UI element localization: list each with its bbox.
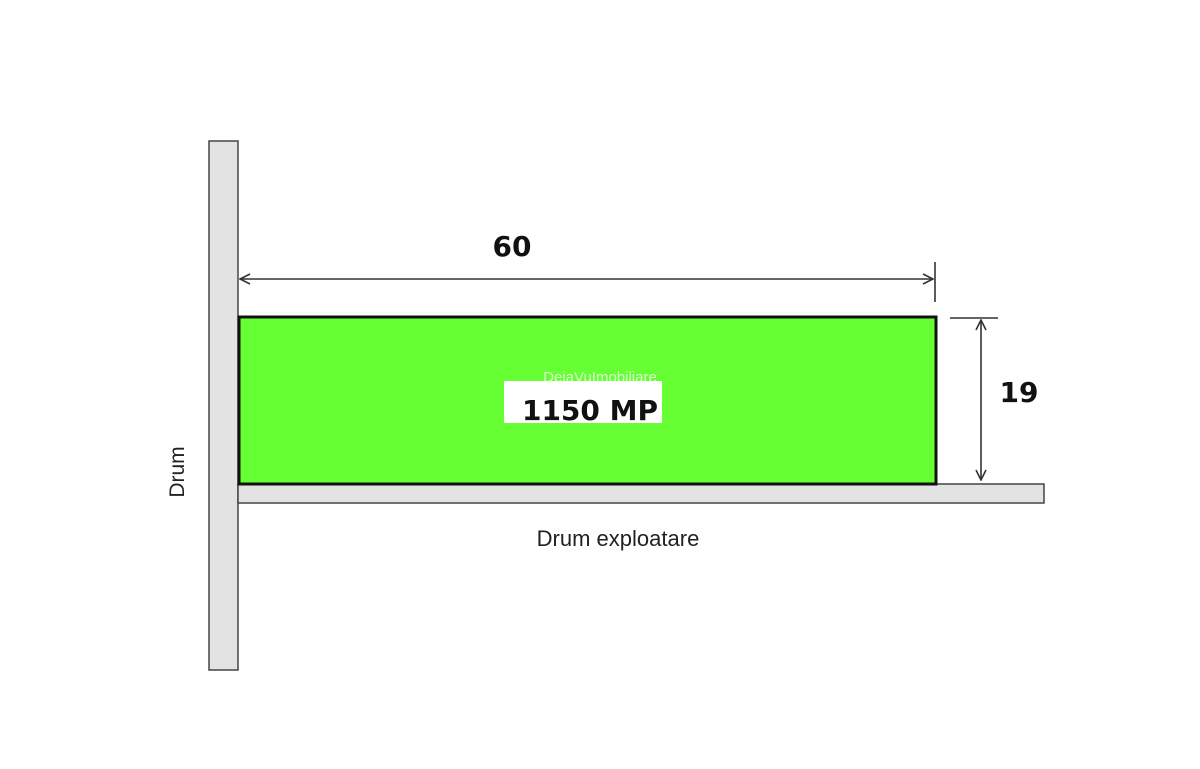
height-label: 19 (1000, 376, 1039, 409)
width-label: 60 (493, 230, 532, 263)
road-horizontal (237, 483, 1045, 504)
road-vertical-label: Drum (166, 446, 189, 497)
road-horizontal-label: Drum exploatare (537, 526, 700, 551)
area-label: 1150 MP (522, 394, 658, 427)
road-vertical (208, 140, 239, 671)
area-label-background (504, 381, 662, 423)
watermark-text: DejaVuImobiliare (543, 369, 657, 386)
